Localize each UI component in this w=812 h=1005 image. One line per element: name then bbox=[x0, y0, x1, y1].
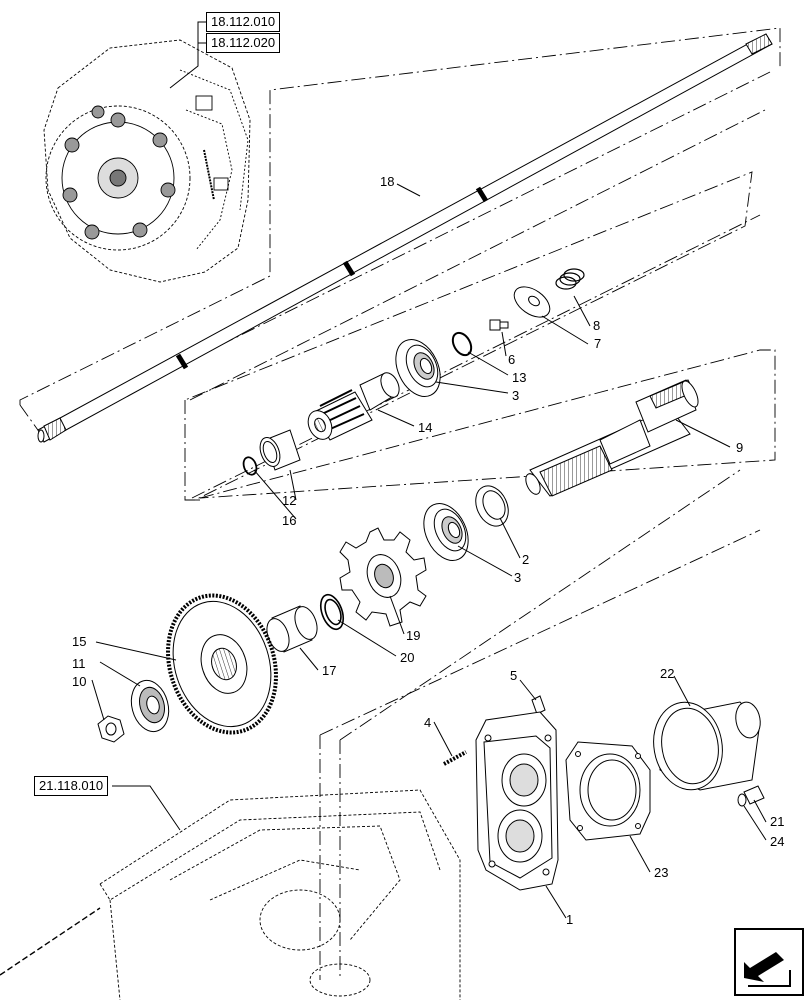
callout-16: 16 bbox=[282, 513, 296, 528]
snap-ring-16 bbox=[242, 456, 258, 476]
callout-11: 11 bbox=[72, 656, 86, 671]
callout-5: 5 bbox=[510, 668, 517, 683]
callout-19: 19 bbox=[406, 628, 420, 643]
callout-1: 1 bbox=[566, 912, 573, 927]
large-spur-gear bbox=[166, 593, 278, 735]
bolt-5 bbox=[531, 695, 546, 715]
callout-2: 2 bbox=[522, 552, 529, 567]
output-shaft bbox=[525, 379, 699, 497]
pto-shield-cone bbox=[653, 701, 761, 791]
long-pto-shaft bbox=[37, 33, 773, 443]
callout-24: 24 bbox=[770, 834, 784, 849]
callout-18: 18 bbox=[380, 174, 394, 189]
callout-23: 23 bbox=[654, 865, 668, 880]
leader-lines bbox=[91, 183, 767, 919]
sleeve-bushing bbox=[266, 605, 318, 653]
stud bbox=[443, 750, 467, 766]
callout-21: 21 bbox=[770, 814, 784, 829]
screw-washer bbox=[737, 785, 765, 807]
callout-8: 8 bbox=[593, 318, 600, 333]
callout-17: 17 bbox=[322, 663, 336, 678]
disc bbox=[513, 286, 551, 318]
hex-nut bbox=[97, 715, 125, 743]
bearing-lower bbox=[423, 503, 469, 561]
seal-ring bbox=[475, 485, 509, 527]
callout-22: 22 bbox=[660, 666, 674, 681]
small-screw bbox=[489, 319, 509, 331]
reference-box-top-2[interactable]: 18.112.020 bbox=[206, 33, 281, 53]
adapter-plate bbox=[565, 741, 651, 841]
previous-page-arrow-icon[interactable] bbox=[734, 928, 804, 996]
callout-13: 13 bbox=[512, 370, 526, 385]
callout-3-upper: 3 bbox=[512, 388, 519, 403]
callout-10: 10 bbox=[72, 674, 86, 689]
bearing-upper bbox=[395, 339, 441, 397]
sprocket bbox=[339, 527, 427, 627]
snap-ring-13 bbox=[451, 331, 473, 357]
callout-4: 4 bbox=[424, 715, 431, 730]
reference-box-bottom[interactable]: 21.118.010 bbox=[34, 776, 109, 796]
transmission-housing bbox=[0, 789, 461, 1001]
housing-plate bbox=[475, 711, 559, 891]
gear-sleeve bbox=[307, 372, 400, 441]
callout-14: 14 bbox=[418, 420, 432, 435]
clutch-housing-assembly bbox=[43, 39, 251, 283]
callout-3-lower: 3 bbox=[514, 570, 521, 585]
snap-ring-20 bbox=[319, 593, 345, 631]
callout-15: 15 bbox=[72, 634, 86, 649]
bushing bbox=[259, 429, 301, 471]
spring bbox=[555, 268, 585, 290]
callout-9: 9 bbox=[736, 440, 743, 455]
callout-12: 12 bbox=[282, 493, 296, 508]
bearing-small bbox=[130, 679, 170, 733]
callout-6: 6 bbox=[508, 352, 515, 367]
arrow-icon bbox=[744, 952, 791, 987]
callout-20: 20 bbox=[400, 650, 414, 665]
reference-leaders bbox=[112, 21, 206, 831]
reference-box-top-1[interactable]: 18.112.010 bbox=[206, 12, 281, 32]
callout-7: 7 bbox=[594, 336, 601, 351]
